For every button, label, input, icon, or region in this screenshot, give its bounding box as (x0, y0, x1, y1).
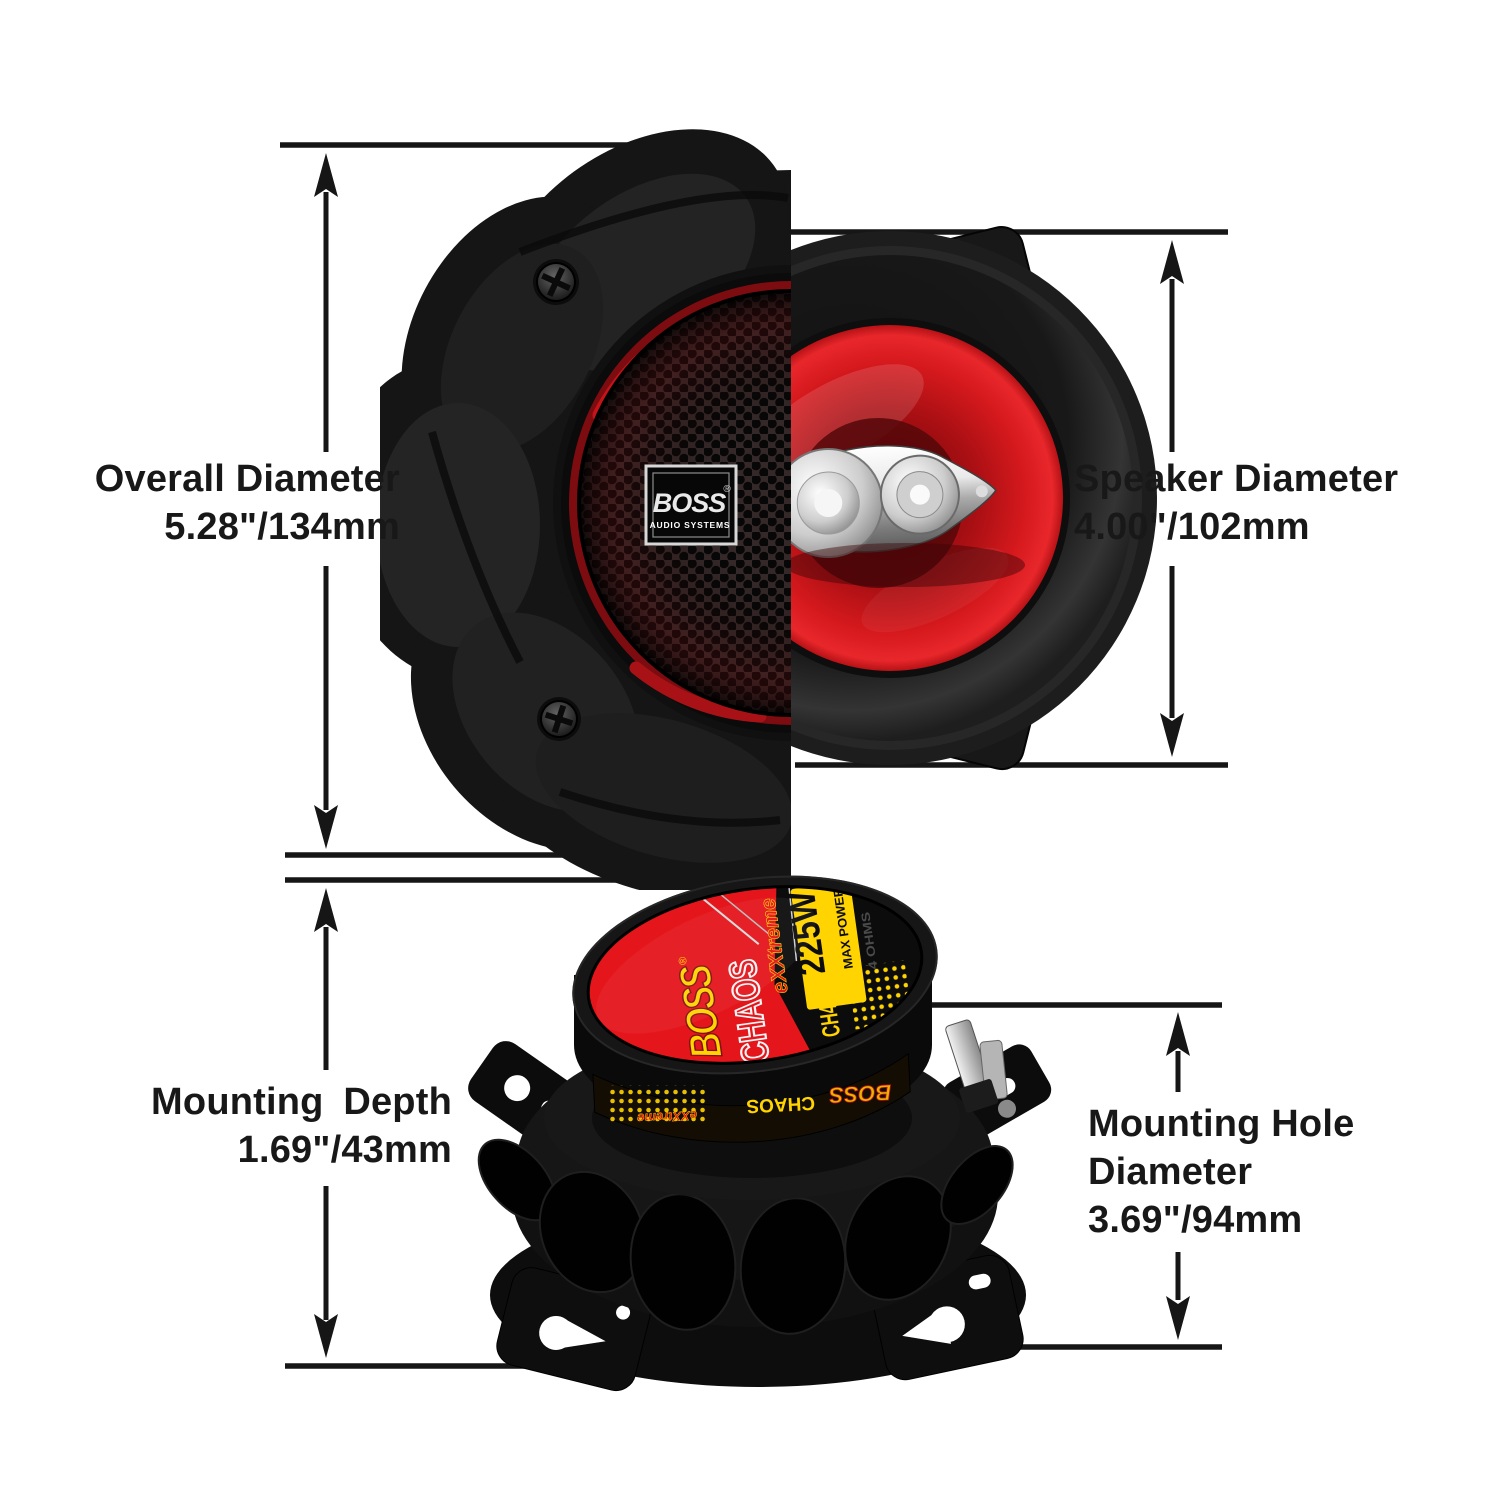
speaker-terminals (945, 1019, 1016, 1118)
mounting-hole-diameter-dimension (930, 1002, 1222, 1350)
label-red-field (577, 883, 813, 1084)
speaker-diameter-title: Speaker Diameter (1074, 458, 1399, 500)
mounting-depth-value: 1.69"/43mm (237, 1129, 452, 1171)
power-badge (790, 881, 867, 1010)
mounting-depth-label: Mounting Depth 1.69"/43mm (151, 1078, 452, 1174)
frame-screw-bottom (537, 697, 581, 741)
magnet-top: BOSS ® CHAOS eXXtreme 225W MAX POWER 4 O… (572, 875, 938, 1084)
side-label-series: CHAOS (746, 1092, 816, 1117)
overall-diameter-value: 5.28"/134mm (164, 506, 400, 548)
magnet-side-label: BOSS CHAOS eXXtreme (592, 1052, 911, 1143)
mounting-hole-value: 3.69"/94mm (1088, 1199, 1303, 1241)
speaker-rear-view: BOSS CHAOS eXXtreme BOSS ® CHAOS eXXtrem… (468, 875, 1052, 1392)
magnet-label: BOSS ® CHAOS eXXtreme 225W MAX POWER 4 O… (577, 881, 922, 1084)
overall-diameter-title: Overall Diameter (94, 458, 400, 500)
grille-logo-sub-text: AUDIO SYSTEMS (650, 520, 731, 530)
side-label-brand: BOSS (828, 1080, 892, 1108)
chrome-tweeter-bridge (791, 444, 997, 559)
speaker-diameter-value: 4.00"/102mm (1074, 506, 1310, 548)
side-label-edition: eXXtreme (637, 1108, 698, 1126)
mounting-hole-title-line1: Mounting Hole (1088, 1103, 1355, 1145)
grille-logo-registered: ® (723, 484, 731, 495)
mounting-hole-title-line2: Diameter (1088, 1151, 1253, 1193)
overall-diameter-label: Overall Diameter 5.28"/134mm (95, 455, 400, 551)
mounting-depth-title: Mounting Depth (151, 1081, 452, 1123)
mounting-hole-diameter-label: Mounting Hole Diameter 3.69"/94mm (1088, 1100, 1354, 1244)
speaker-diameter-label: Speaker Diameter 4.00"/102mm (1074, 455, 1398, 551)
basket-vent-holes (477, 1138, 1014, 1335)
speaker-open-half-view (791, 226, 1157, 771)
speaker-grille-half-view: BOSS ® AUDIO SYSTEMS (380, 129, 791, 890)
frame-screw-top (533, 259, 579, 305)
label-registered: ® (677, 956, 690, 966)
grille-logo-plate: BOSS ® AUDIO SYSTEMS (644, 464, 738, 546)
grille-logo-text: BOSS (653, 488, 727, 518)
